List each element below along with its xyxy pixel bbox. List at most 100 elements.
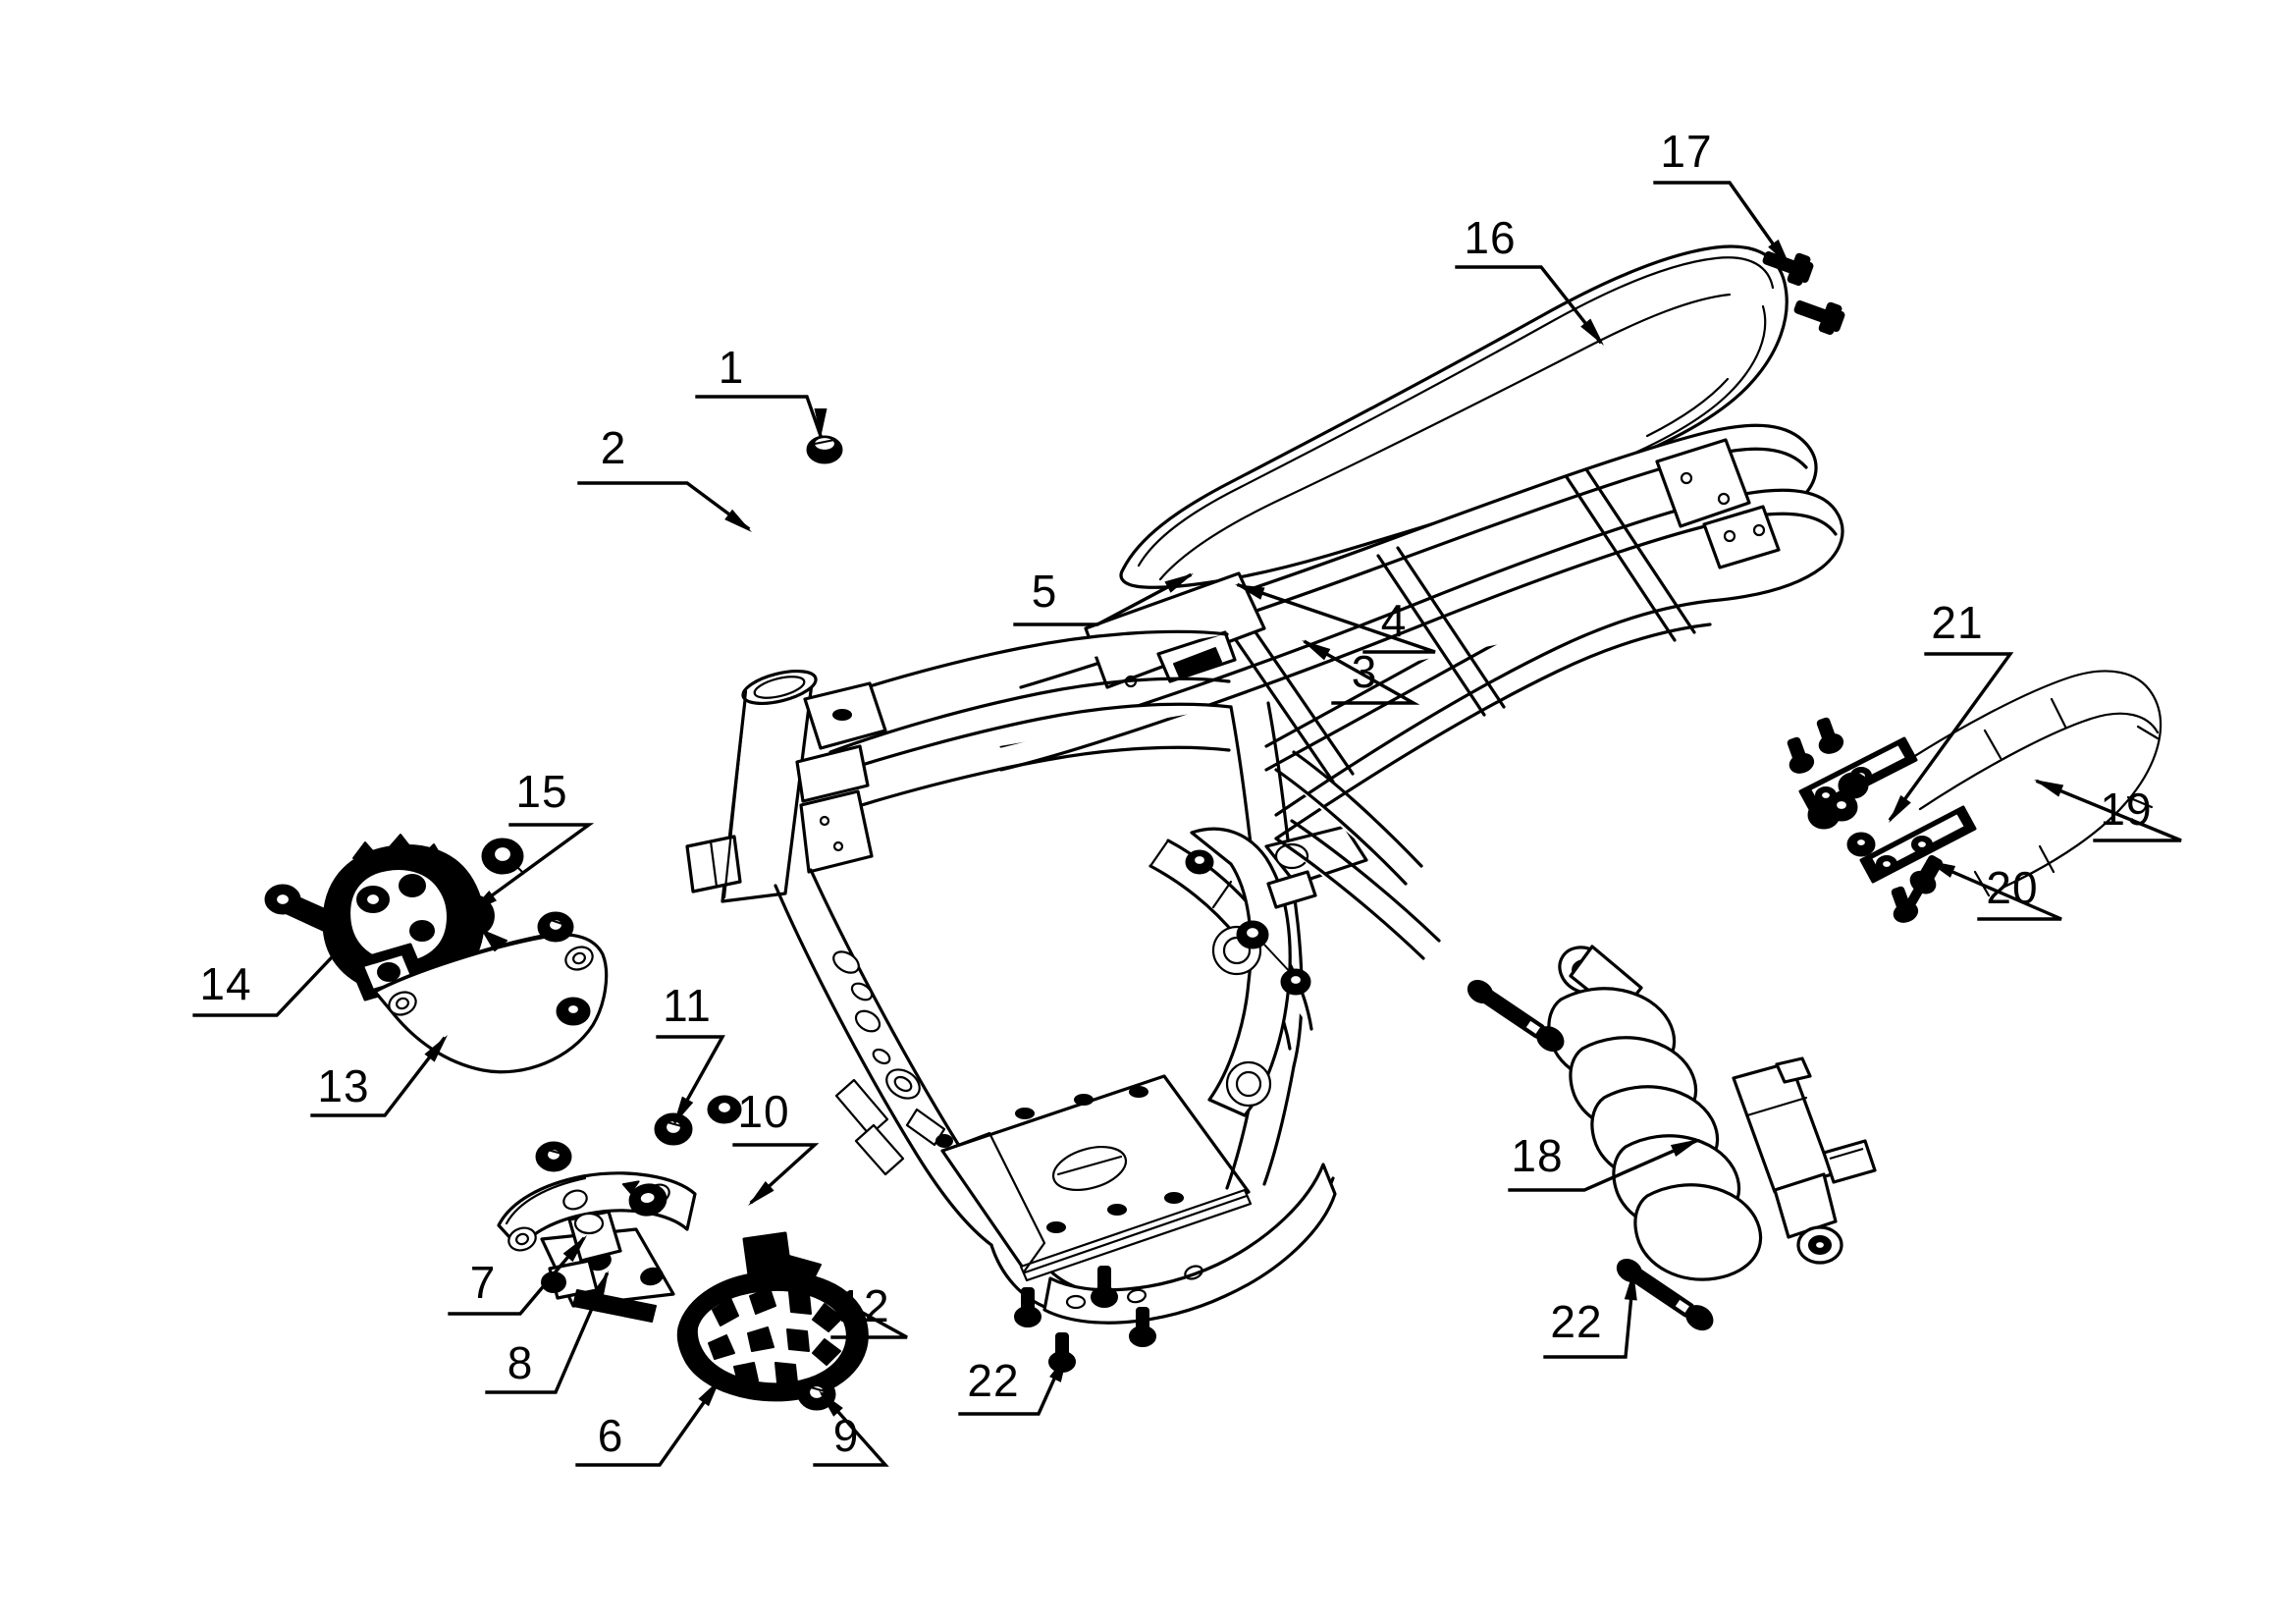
callout-number-22: 22: [967, 1355, 1019, 1406]
callout-number-5: 5: [1032, 566, 1058, 617]
part-main-frame: [685, 629, 1441, 1325]
callout-brake-caliper: 14: [192, 935, 353, 1017]
part-caliper-mount-plate: [373, 933, 609, 1074]
part-seat: [1119, 244, 1789, 589]
callout-number-2: 2: [601, 422, 627, 473]
callout-grab-handle-bolt: 20: [1926, 859, 2062, 921]
part-motor-mount-plate: [940, 1074, 1253, 1282]
part-swingarm-pivot-bolt-lower: [1616, 1258, 1714, 1331]
leader-arrowhead: [1049, 1353, 1068, 1382]
leader-line: [470, 823, 595, 912]
callout-number-8: 8: [507, 1337, 534, 1388]
leader-line: [575, 1381, 720, 1467]
callout-number-16: 16: [1464, 212, 1516, 263]
leader-arrowhead: [724, 509, 752, 532]
part-footpeg-rubber: [676, 1271, 869, 1402]
leader-line: [1653, 181, 1789, 266]
callout-head-tube-nut: 1: [695, 342, 828, 439]
part-head-tube-nut: [806, 435, 843, 464]
callout-rear-grab-handle: 19: [2034, 779, 2182, 842]
leader-line: [2035, 779, 2182, 842]
callout-footpeg-bracket: 7: [448, 1235, 587, 1316]
callout-number-3: 3: [1352, 646, 1378, 697]
callout-number-21: 21: [1931, 597, 1983, 648]
leader-line: [732, 1143, 820, 1205]
callout-linkage-pivot-bolt: 4: [1235, 582, 1436, 654]
leader-line: [1013, 572, 1193, 626]
callout-rear-shock-absorber: 18: [1508, 1130, 1700, 1192]
leader-arrowhead: [772, 1263, 801, 1283]
callout-footpeg-pivot-pin: 8: [485, 1271, 610, 1394]
leader-arrowhead: [1670, 1139, 1700, 1158]
callout-number-1: 1: [719, 342, 745, 393]
callout-grab-handle-bracket: 21: [1888, 597, 2014, 823]
callout-seat-mount-bolt: 17: [1653, 126, 1790, 267]
leader-line: [1543, 1272, 1635, 1359]
part-rear-shock: [1547, 945, 1877, 1281]
leader-arrowhead: [1235, 584, 1265, 600]
callout-number-4: 4: [1381, 595, 1408, 646]
callout-footpeg-lock-nut: 9: [813, 1390, 889, 1467]
part-head-tube: [685, 669, 818, 903]
callout-number-13: 13: [317, 1060, 369, 1111]
leader-line: [310, 1036, 447, 1117]
leader-line: [1508, 1138, 1699, 1192]
part-brake-hose-clip: [450, 838, 574, 951]
leader-arrowhead: [328, 935, 353, 961]
leader-arrowhead: [424, 1035, 448, 1062]
part-flange-nuts: [535, 1095, 742, 1172]
leader-line: [192, 936, 352, 1017]
leader-line: [813, 1391, 889, 1467]
leader-line: [1303, 639, 1420, 705]
leader-arrowhead: [819, 1390, 843, 1417]
leader-arrowhead: [673, 1096, 694, 1125]
callout-number-14: 14: [199, 958, 251, 1009]
callout-head-tube: 2: [577, 422, 752, 532]
leader-line: [656, 1035, 725, 1124]
leader-arrowhead: [1164, 573, 1194, 593]
leader-arrowhead: [1580, 318, 1604, 346]
part-frame-bolts: [1014, 1266, 1156, 1373]
callout-seat: 16: [1455, 212, 1604, 346]
callout-brake-hose-clip: 15: [469, 766, 595, 913]
callout-number-22b: 22: [1550, 1296, 1602, 1347]
callout-number-10: 10: [737, 1086, 789, 1137]
callout-upper-shock-pivot-bolt: 5: [1013, 566, 1194, 626]
callout-flange-nut: 11: [656, 980, 725, 1125]
callout-footpeg-rubber: 6: [575, 1379, 721, 1467]
leader-line: [1888, 652, 2014, 822]
callout-number-18: 18: [1511, 1130, 1563, 1181]
part-footpeg-bracket: [497, 1171, 697, 1323]
callout-swingarm-pivot-bolt: 22: [1543, 1271, 1637, 1359]
part-rubber-damper: [742, 1231, 822, 1284]
callout-number-20: 20: [1986, 862, 2038, 913]
callout-rubber-damper: 12: [772, 1262, 908, 1339]
callout-bracket-bolt: 10: [732, 1086, 820, 1206]
callout-number-11: 11: [663, 980, 712, 1031]
callout-shock-mount-bolt-lower: 3: [1302, 639, 1420, 705]
leader-line: [485, 1272, 610, 1394]
callout-number-12: 12: [837, 1280, 889, 1331]
leader-line: [773, 1262, 908, 1339]
leader-arrowhead: [591, 1271, 609, 1301]
callout-number-7: 7: [470, 1257, 497, 1308]
part-seat-mount-bolts: [1762, 250, 1845, 336]
leader-line: [448, 1236, 586, 1316]
leader-line: [1236, 582, 1436, 654]
part-pivot-bolts: [1185, 849, 1311, 996]
leader-arrowhead: [748, 1180, 774, 1206]
callout-frame-bolt: 22: [958, 1353, 1068, 1416]
part-swingarm-pivot-bolt-upper: [1467, 979, 1565, 1053]
part-grab-handle: [1787, 670, 2163, 923]
leader-line: [695, 395, 824, 439]
leader-arrowhead: [814, 408, 828, 438]
part-rear-subframe: [999, 423, 1844, 840]
callout-number-15: 15: [515, 766, 567, 817]
leader-line: [577, 481, 751, 531]
callout-caliper-mount-plate: 13: [310, 1035, 448, 1117]
leader-arrowhead: [1768, 239, 1790, 267]
leader-arrowhead: [1302, 640, 1331, 661]
